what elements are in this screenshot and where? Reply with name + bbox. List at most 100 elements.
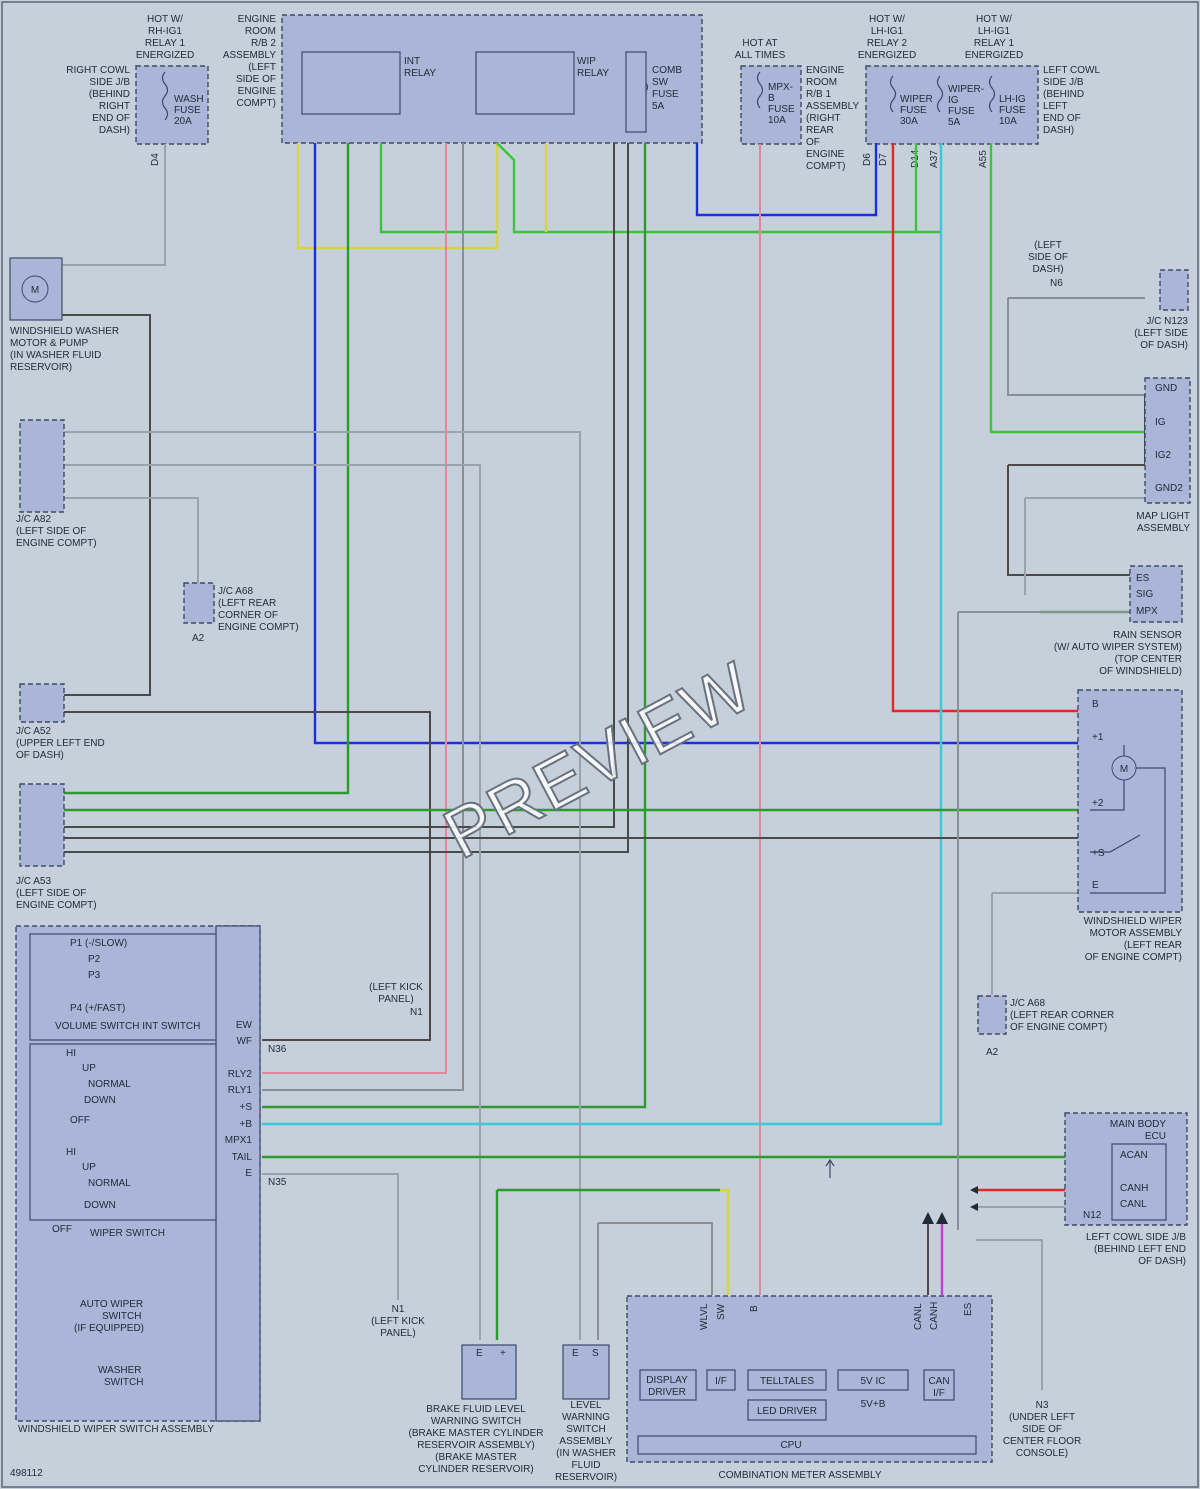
svg-text:RLY2: RLY2 <box>228 1069 253 1080</box>
svg-text:ACAN: ACAN <box>1120 1150 1148 1161</box>
svg-text:AUTO WIPER: AUTO WIPER <box>80 1299 143 1310</box>
svg-text:LEVEL: LEVEL <box>570 1400 602 1411</box>
svg-text:MOTOR ASSEMBLY: MOTOR ASSEMBLY <box>1090 928 1183 939</box>
svg-text:COMB: COMB <box>652 65 682 76</box>
svg-text:(IN WASHER: (IN WASHER <box>556 1448 616 1459</box>
svg-text:RIGHT: RIGHT <box>99 101 130 112</box>
svg-text:(LEFT: (LEFT <box>1034 240 1062 251</box>
svg-text:ENERGIZED: ENERGIZED <box>858 50 916 61</box>
svg-text:ALL TIMES: ALL TIMES <box>735 50 786 61</box>
svg-text:CAN: CAN <box>928 1376 949 1387</box>
svg-text:I/F: I/F <box>933 1388 945 1399</box>
svg-text:D6: D6 <box>862 153 873 166</box>
svg-text:FUSE: FUSE <box>948 106 975 117</box>
svg-text:ENGINE: ENGINE <box>806 149 845 160</box>
svg-text:(LEFT REAR: (LEFT REAR <box>1124 940 1182 951</box>
svg-text:ENGINE COMPT): ENGINE COMPT) <box>16 900 97 911</box>
ground-n3: N3 (UNDER LEFT SIDE OF CENTER FLOOR CONS… <box>1003 1400 1081 1459</box>
svg-text:GND: GND <box>1155 383 1177 394</box>
svg-text:(UNDER LEFT: (UNDER LEFT <box>1009 1412 1075 1423</box>
svg-text:B: B <box>749 1305 760 1312</box>
svg-text:(LEFT SIDE OF: (LEFT SIDE OF <box>16 526 86 537</box>
svg-text:DRIVER: DRIVER <box>648 1387 686 1398</box>
svg-text:J/C A52: J/C A52 <box>16 726 51 737</box>
svg-text:FUSE: FUSE <box>768 104 795 115</box>
svg-text:OF DASH): OF DASH) <box>1140 340 1188 351</box>
svg-text:HI: HI <box>66 1048 76 1059</box>
svg-text:(BEHIND: (BEHIND <box>1043 89 1084 100</box>
svg-text:MPX-: MPX- <box>768 82 793 93</box>
svg-text:END OF: END OF <box>1043 113 1081 124</box>
jc-a68-left: J/C A68 (LEFT REAR CORNER OF ENGINE COMP… <box>183 582 299 644</box>
svg-text:J/C N123: J/C N123 <box>1146 316 1188 327</box>
svg-text:FLUID: FLUID <box>572 1460 601 1471</box>
svg-text:(IF EQUIPPED): (IF EQUIPPED) <box>74 1323 144 1334</box>
svg-text:LH-IG1: LH-IG1 <box>978 26 1011 37</box>
svg-text:S: S <box>592 1348 599 1359</box>
svg-text:WIPER: WIPER <box>900 94 933 105</box>
svg-text:RELAY: RELAY <box>404 68 436 79</box>
svg-text:(UPPER LEFT END: (UPPER LEFT END <box>16 738 105 749</box>
left-cowl-jb: HOT W/ LH-IG1 RELAY 2 ENERGIZED HOT W/ L… <box>858 14 1101 168</box>
svg-text:LH-IG1: LH-IG1 <box>871 26 904 37</box>
svg-text:ENERGIZED: ENERGIZED <box>965 50 1023 61</box>
svg-text:LEFT COWL: LEFT COWL <box>1043 65 1100 76</box>
svg-text:HOT W/: HOT W/ <box>869 14 905 25</box>
main-body-ecu: MAIN BODY ECU ACAN CANH CANL N12 LEFT CO… <box>1064 1112 1188 1267</box>
svg-text:COMPT): COMPT) <box>806 161 845 172</box>
svg-text:MPX: MPX <box>1136 606 1158 617</box>
svg-text:(BRAKE MASTER CYLINDER: (BRAKE MASTER CYLINDER <box>408 1428 543 1439</box>
jc-a52: J/C A52 (UPPER LEFT END OF DASH) <box>16 683 105 761</box>
svg-text:(LEFT KICK: (LEFT KICK <box>369 982 423 993</box>
svg-text:(LEFT KICK: (LEFT KICK <box>371 1316 425 1327</box>
svg-text:ASSEMBLY: ASSEMBLY <box>223 50 276 61</box>
svg-text:FUSE: FUSE <box>900 105 927 116</box>
svg-text:N36: N36 <box>268 1044 287 1055</box>
svg-text:RIGHT COWL: RIGHT COWL <box>66 65 130 76</box>
engine-room-rb2: ENGINE ROOM R/B 2 ASSEMBLY (LEFT SIDE OF… <box>223 14 703 144</box>
svg-text:DOWN: DOWN <box>84 1200 116 1211</box>
svg-text:(W/ AUTO WIPER SYSTEM): (W/ AUTO WIPER SYSTEM) <box>1054 642 1182 653</box>
svg-text:ASSEMBLY: ASSEMBLY <box>559 1436 612 1447</box>
svg-text:COMPT): COMPT) <box>237 98 276 109</box>
svg-text:(BRAKE MASTER: (BRAKE MASTER <box>435 1452 517 1463</box>
svg-text:R/B 2: R/B 2 <box>251 38 276 49</box>
svg-text:WLVL: WLVL <box>699 1303 710 1330</box>
svg-text:OF ENGINE COMPT): OF ENGINE COMPT) <box>1010 1022 1107 1033</box>
svg-text:(RIGHT: (RIGHT <box>806 113 840 124</box>
jc-a82: J/C A82 (LEFT SIDE OF ENGINE COMPT) <box>16 419 97 549</box>
svg-text:RLY1: RLY1 <box>228 1085 253 1096</box>
svg-text:LED DRIVER: LED DRIVER <box>757 1406 817 1417</box>
svg-text:IG: IG <box>1155 417 1166 428</box>
svg-text:SWITCH: SWITCH <box>566 1424 605 1435</box>
svg-text:ROOM: ROOM <box>245 26 276 37</box>
svg-text:ENGINE COMPT): ENGINE COMPT) <box>218 622 299 633</box>
svg-text:D7: D7 <box>878 153 889 166</box>
svg-text:CANL: CANL <box>913 1303 924 1330</box>
svg-text:LEFT: LEFT <box>1043 101 1067 112</box>
svg-text:P1 (-/SLOW): P1 (-/SLOW) <box>70 938 127 949</box>
svg-text:CONSOLE): CONSOLE) <box>1016 1448 1068 1459</box>
svg-text:M: M <box>31 285 39 296</box>
svg-text:(TOP CENTER: (TOP CENTER <box>1115 654 1182 665</box>
svg-text:SWITCH: SWITCH <box>102 1311 141 1322</box>
mpxb-fuse-box: HOT AT ALL TIMES MPX- B FUSE 10A ENGINE … <box>735 38 860 172</box>
svg-text:END OF: END OF <box>92 113 130 124</box>
svg-text:CYLINDER RESERVOIR): CYLINDER RESERVOIR) <box>418 1464 533 1475</box>
svg-text:RAIN SENSOR: RAIN SENSOR <box>1113 630 1182 641</box>
svg-text:J/C A53: J/C A53 <box>16 876 51 887</box>
svg-text:ENGINE: ENGINE <box>806 65 845 76</box>
jc-a53: J/C A53 (LEFT SIDE OF ENGINE COMPT) <box>16 783 97 911</box>
svg-text:ENERGIZED: ENERGIZED <box>136 50 194 61</box>
svg-text:N35: N35 <box>268 1177 287 1188</box>
svg-text:+S: +S <box>1092 848 1105 859</box>
svg-text:RELAY: RELAY <box>577 68 609 79</box>
wiper-switch-assembly: P1 (-/SLOW) P2 P3 P4 (+/FAST) VOLUME SWI… <box>15 925 287 1435</box>
svg-text:MAIN BODY: MAIN BODY <box>1110 1119 1166 1130</box>
svg-text:OFF: OFF <box>70 1115 90 1126</box>
svg-text:D4: D4 <box>150 153 161 166</box>
svg-text:WINDSHIELD WIPER: WINDSHIELD WIPER <box>1084 916 1182 927</box>
svg-text:ES: ES <box>963 1302 974 1316</box>
svg-text:IG: IG <box>948 95 959 106</box>
svg-text:P2: P2 <box>88 954 101 965</box>
